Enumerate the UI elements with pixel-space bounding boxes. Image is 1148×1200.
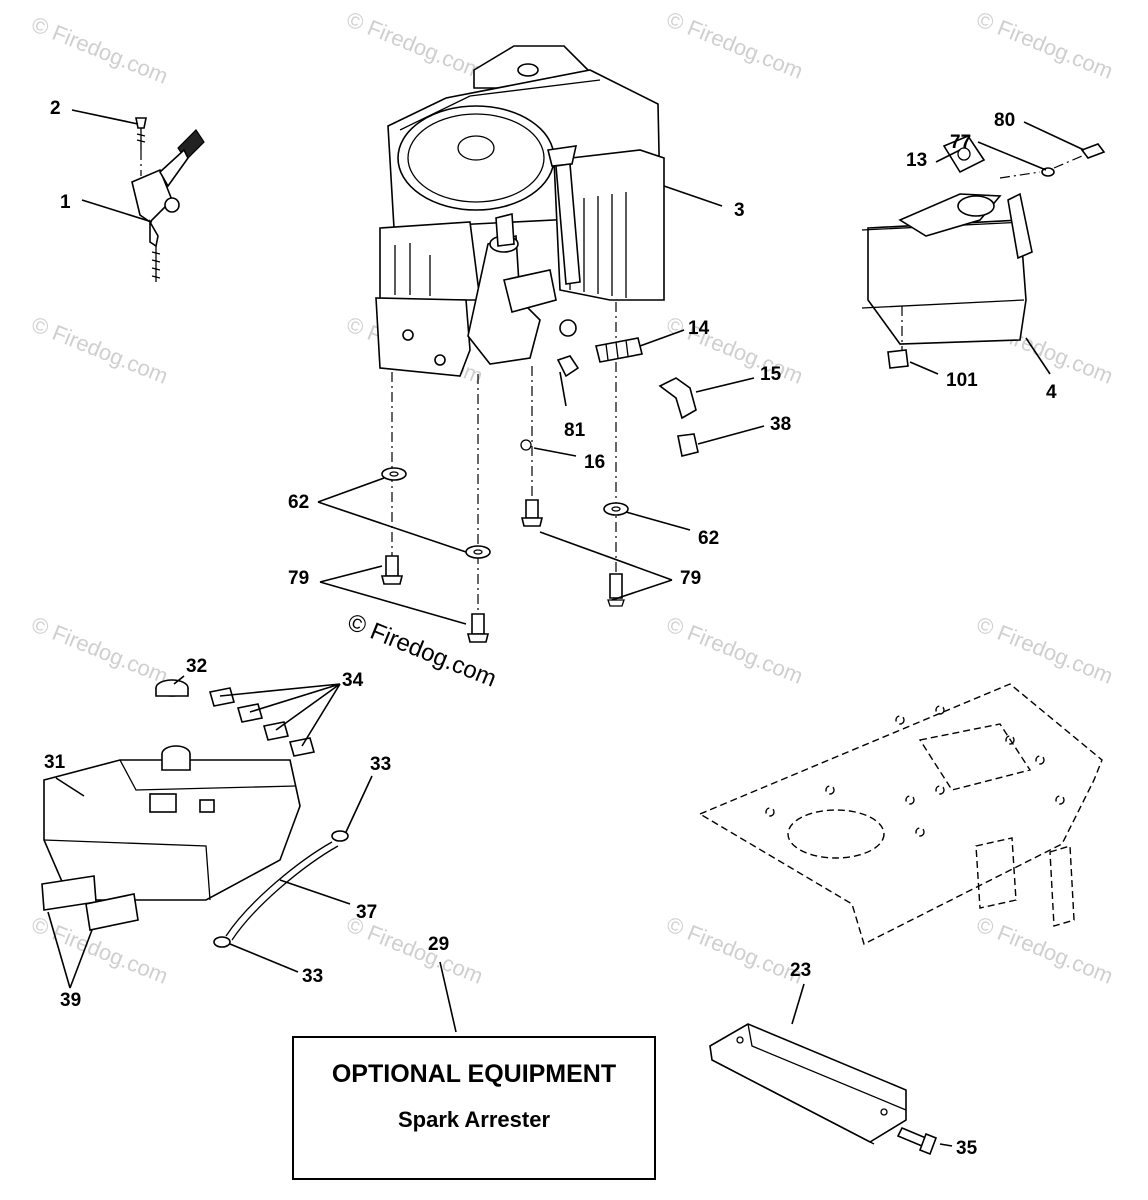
engine — [375, 45, 665, 377]
watermark: © Firedog.com — [973, 6, 1116, 83]
optional-equipment-box: OPTIONAL EQUIPMENT Spark Arrester — [292, 1036, 656, 1180]
callout-77: 77 — [950, 132, 971, 153]
callout-62a: 62 — [288, 492, 309, 513]
callout-38: 38 — [770, 414, 791, 435]
callout-35: 35 — [956, 1138, 978, 1159]
callout-101: 101 — [946, 370, 978, 391]
frame — [698, 683, 1103, 946]
callout-29: 29 — [428, 934, 449, 955]
callout-33a: 33 — [370, 754, 391, 775]
watermark: © Firedog.com — [663, 611, 806, 688]
spark-arrester-parts — [41, 679, 349, 948]
optional-equipment-title: OPTIONAL EQUIPMENT — [331, 1060, 617, 1088]
callout-79a: 79 — [288, 568, 309, 589]
optional-equipment-subtitle: Spark Arrester — [397, 1107, 551, 1132]
watermark: © Firedog.com — [663, 6, 806, 83]
callout-31: 31 — [44, 752, 66, 773]
heat-shield — [709, 1023, 938, 1156]
watermark: © Firedog.com — [343, 911, 486, 988]
callout-1: 1 — [60, 192, 71, 213]
watermark: © Firedog.com — [28, 611, 171, 688]
callout-14: 14 — [688, 318, 710, 339]
watermark: © Firedog.com — [343, 6, 486, 83]
callout-39: 39 — [60, 990, 81, 1011]
callout-33b: 33 — [302, 966, 323, 987]
callout-15: 15 — [760, 364, 782, 385]
callout-62b: 62 — [698, 528, 719, 549]
watermark: © Firedog.com — [973, 611, 1116, 688]
callout-2: 2 — [50, 98, 61, 119]
watermark: © Firedog.com — [663, 911, 806, 988]
watermark: © Firedog.com — [663, 311, 806, 388]
muffler — [861, 135, 1106, 369]
mounting-hardware — [380, 467, 629, 643]
watermark: © Firedog.com — [973, 911, 1116, 988]
callout-3: 3 — [734, 200, 745, 221]
callout-23: 23 — [790, 960, 811, 981]
callout-4: 4 — [1046, 382, 1057, 403]
callout-80: 80 — [994, 110, 1015, 131]
callout-34: 34 — [342, 670, 364, 691]
callout-13: 13 — [906, 150, 927, 171]
callouts: 1 2 3 4 13 14 15 16 23 29 31 32 33 33 34… — [44, 98, 1057, 1159]
fuel-fittings — [520, 337, 699, 457]
leader-lines — [47, 109, 1085, 1147]
watermark: © Firedog.com — [28, 311, 171, 388]
throttle-control — [131, 117, 205, 282]
watermark: © Firedog.com — [28, 11, 171, 88]
callout-79b: 79 — [680, 568, 701, 589]
callout-32: 32 — [186, 656, 207, 677]
callout-16: 16 — [584, 452, 605, 473]
callout-37: 37 — [356, 902, 377, 923]
callout-81: 81 — [564, 420, 586, 441]
